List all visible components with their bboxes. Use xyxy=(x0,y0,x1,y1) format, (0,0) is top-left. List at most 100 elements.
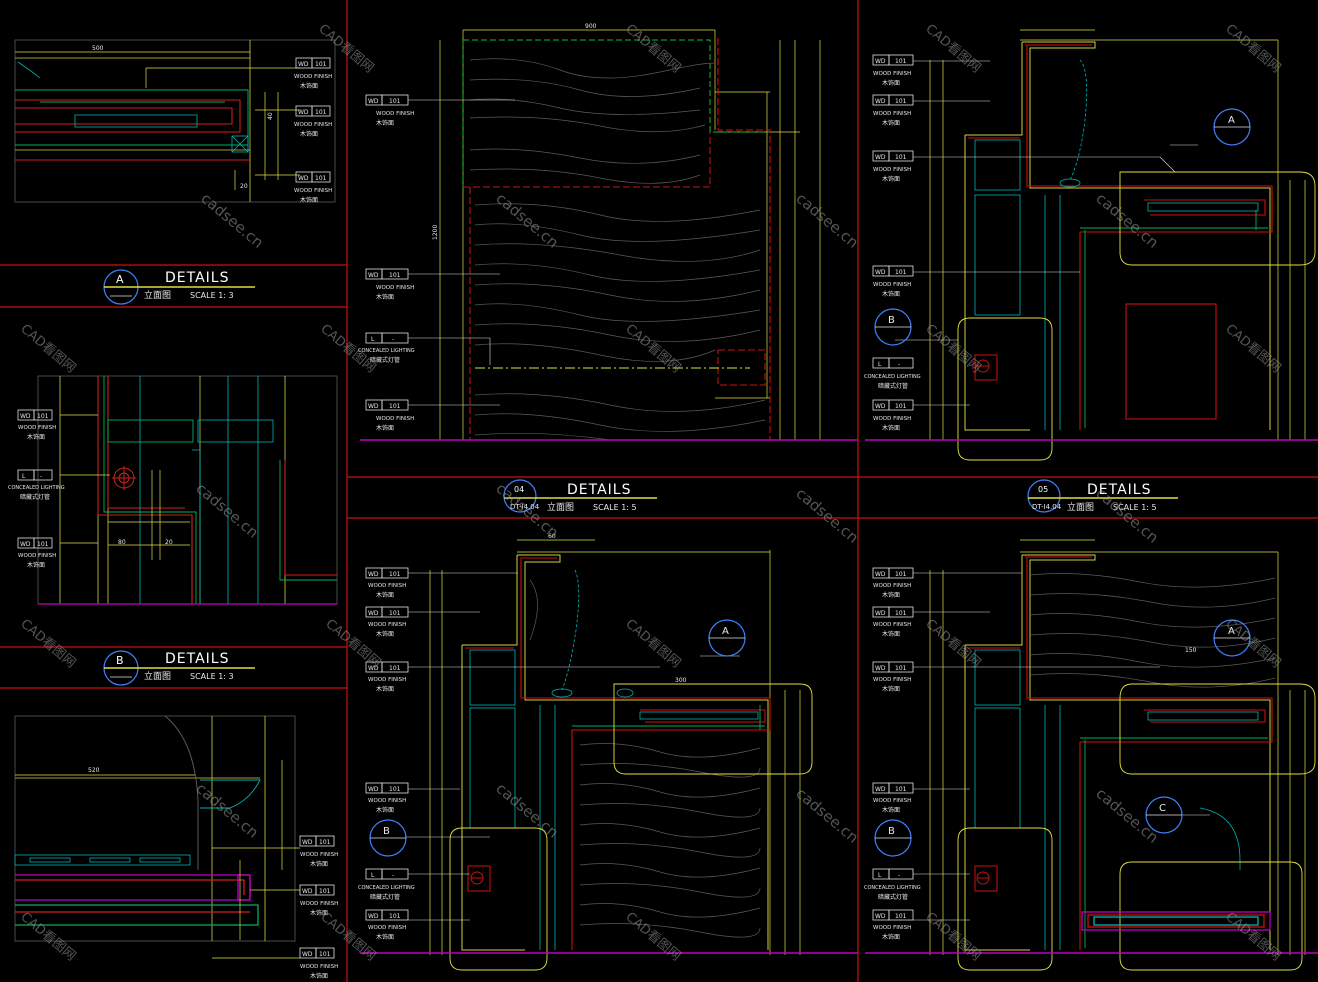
svg-text:WD: WD xyxy=(368,272,379,279)
title-05-scale: SCALE 1: 5 xyxy=(1113,503,1157,512)
svg-text:木饰面: 木饰面 xyxy=(882,424,900,432)
tag-05b-3: WD 101 WOOD FINISH 木饰面 xyxy=(872,661,914,693)
svg-text:WOOD FINISH: WOOD FINISH xyxy=(873,798,911,804)
dim-500-a: 500 xyxy=(92,45,104,52)
dim-150-05: 150 xyxy=(1185,647,1197,654)
elevation-04-wood-panel: 900 1200 xyxy=(360,23,858,441)
watermark-en: cadsee.cn xyxy=(792,784,862,846)
svg-text:WD: WD xyxy=(875,403,886,410)
svg-text:WD: WD xyxy=(368,913,379,920)
svg-text:101: 101 xyxy=(389,913,401,920)
svg-text:WD: WD xyxy=(302,951,313,958)
svg-text:木饰面: 木饰面 xyxy=(882,591,900,599)
callout-b-05top: B xyxy=(874,308,912,346)
svg-text:CONCEALED LIGHTING: CONCEALED LIGHTING xyxy=(864,374,921,380)
dim-20-b: 20 xyxy=(165,539,173,546)
svg-text:WD: WD xyxy=(875,98,886,105)
elevation-05-bottom: 150 xyxy=(865,539,1318,971)
watermark-en: cadsee.cn xyxy=(792,189,862,251)
svg-text:WD: WD xyxy=(368,98,379,105)
dim-60-04: 60 xyxy=(548,533,556,540)
svg-text:木饰面: 木饰面 xyxy=(376,685,394,693)
svg-text:木饰面: 木饰面 xyxy=(310,909,328,917)
svg-text:木饰面: 木饰面 xyxy=(376,630,394,638)
svg-text:B: B xyxy=(888,826,895,837)
svg-text:B: B xyxy=(888,315,895,326)
svg-text:L: L xyxy=(371,336,375,343)
title-04-ref: DT-I4.04 xyxy=(510,503,540,511)
svg-text:WOOD FINISH: WOOD FINISH xyxy=(873,111,911,117)
svg-text:A: A xyxy=(1228,626,1235,637)
svg-text:WOOD FINISH: WOOD FINISH xyxy=(368,622,406,628)
tag-b-3: WD 101 WOOD FINISH 木饰面 xyxy=(17,537,56,569)
title-04-details: DETAILS xyxy=(567,482,631,498)
tag-05a-3: WD 101 WOOD FINISH 木饰面 xyxy=(872,150,914,183)
svg-text:101: 101 xyxy=(315,61,327,68)
tag-05a-2: WD 101 WOOD FINISH 木饰面 xyxy=(872,94,914,127)
svg-text:木饰面: 木饰面 xyxy=(376,933,394,941)
watermark-cn: CAD看图网 xyxy=(17,321,79,376)
watermark-en: cadsee.cn xyxy=(792,484,862,546)
svg-text:木饰面: 木饰面 xyxy=(882,175,900,183)
svg-text:木饰面: 木饰面 xyxy=(376,806,394,814)
watermark-cn: CAD看图网 xyxy=(622,321,684,376)
svg-text:CONCEALED LIGHTING: CONCEALED LIGHTING xyxy=(358,348,415,354)
detail-a-drawing: 500 20 40 xyxy=(14,39,336,203)
title-a-details: DETAILS xyxy=(165,270,229,286)
svg-text:101: 101 xyxy=(315,175,327,182)
svg-text:101: 101 xyxy=(895,58,907,65)
tag-04b-3: WD 101 WOOD FINISH 木饰面 xyxy=(365,661,409,693)
svg-text:木饰面: 木饰面 xyxy=(27,433,45,441)
svg-text:WD: WD xyxy=(368,571,379,578)
svg-text:木饰面: 木饰面 xyxy=(27,561,45,569)
watermark-cn: CAD看图网 xyxy=(922,909,984,964)
svg-text:WOOD FINISH: WOOD FINISH xyxy=(368,583,406,589)
svg-text:暗藏式灯管: 暗藏式灯管 xyxy=(20,493,50,501)
svg-text:WOOD FINISH: WOOD FINISH xyxy=(873,282,911,288)
title-block-05: 05 DT-I4.04 DETAILS 立面图 SCALE 1: 5 xyxy=(1027,479,1178,513)
tag-04b-5: L - CONCEALED LIGHTING 暗藏式灯管 xyxy=(358,868,415,901)
dim-520-c: 520 xyxy=(88,767,100,774)
svg-text:-: - xyxy=(40,473,42,480)
svg-text:WD: WD xyxy=(875,610,886,617)
svg-text:WOOD FINISH: WOOD FINISH xyxy=(873,167,911,173)
svg-text:木饰面: 木饰面 xyxy=(882,685,900,693)
svg-text:WD: WD xyxy=(368,403,379,410)
svg-text:暗藏式灯管: 暗藏式灯管 xyxy=(878,382,908,390)
svg-text:WD: WD xyxy=(20,413,31,420)
elevation-05-top xyxy=(865,29,1318,461)
svg-text:木饰面: 木饰面 xyxy=(882,119,900,127)
svg-text:L: L xyxy=(878,361,882,368)
svg-text:101: 101 xyxy=(37,413,49,420)
tag-c-1: WD 101 WOOD FINISH 木饰面 xyxy=(299,835,338,868)
svg-text:WOOD FINISH: WOOD FINISH xyxy=(300,852,338,858)
svg-text:WOOD FINISH: WOOD FINISH xyxy=(294,188,332,194)
svg-text:101: 101 xyxy=(895,403,907,410)
title-a-scale: SCALE 1: 3 xyxy=(190,291,234,300)
svg-text:WOOD FINISH: WOOD FINISH xyxy=(873,71,911,77)
svg-text:WOOD FINISH: WOOD FINISH xyxy=(300,964,338,970)
svg-text:101: 101 xyxy=(37,541,49,548)
tag-c-2: WD 101 WOOD FINISH 木饰面 xyxy=(299,884,338,917)
svg-text:101: 101 xyxy=(389,786,401,793)
callout-b-04: B xyxy=(369,819,407,857)
watermark-cn: CAD看图网 xyxy=(1222,321,1284,376)
tag-04a-3: L - CONCEALED LIGHTING 暗藏式灯管 xyxy=(358,332,415,364)
svg-text:WOOD FINISH: WOOD FINISH xyxy=(368,677,406,683)
svg-text:101: 101 xyxy=(389,272,401,279)
svg-text:WD: WD xyxy=(368,610,379,617)
svg-text:木饰面: 木饰面 xyxy=(882,79,900,87)
title-block-a: A DETAILS 立面图 SCALE 1: 3 xyxy=(103,269,255,305)
svg-text:木饰面: 木饰面 xyxy=(310,972,328,980)
svg-text:101: 101 xyxy=(895,665,907,672)
svg-text:A: A xyxy=(1228,115,1235,126)
callout-a-04: A xyxy=(708,619,746,657)
svg-text:C: C xyxy=(1159,803,1166,814)
svg-text:WOOD FINISH: WOOD FINISH xyxy=(368,925,406,931)
svg-text:101: 101 xyxy=(895,571,907,578)
svg-text:WOOD FINISH: WOOD FINISH xyxy=(300,901,338,907)
tag-05b-2: WD 101 WOOD FINISH 木饰面 xyxy=(872,606,914,638)
svg-text:木饰面: 木饰面 xyxy=(882,933,900,941)
watermark-cn: CAD看图网 xyxy=(1222,616,1284,671)
